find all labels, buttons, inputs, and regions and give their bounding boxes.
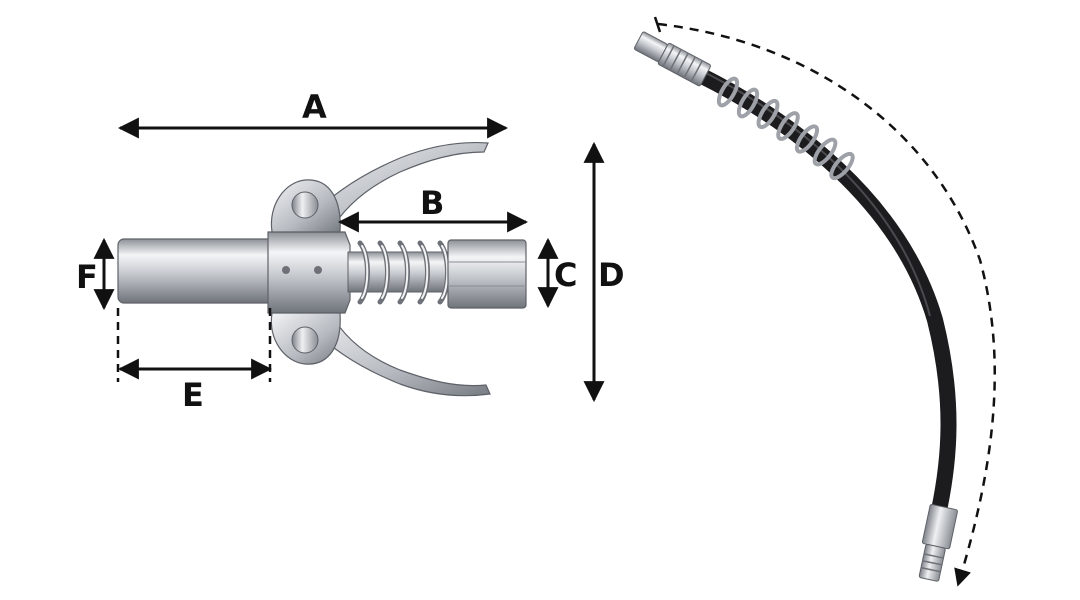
- label-e: E: [182, 376, 204, 414]
- label-c: C: [554, 256, 577, 294]
- extension-lines: [116, 308, 272, 382]
- label-f: F: [76, 258, 98, 296]
- coupler-body: [267, 231, 351, 314]
- label-b: B: [420, 184, 444, 222]
- dimension-lines: [93, 117, 605, 403]
- flexible-hose: [633, 16, 996, 587]
- lower-pivot-rivet: [291, 326, 319, 354]
- hose-bottom-fitting: [918, 504, 958, 582]
- inlet-tube: [117, 238, 275, 304]
- grease-coupler: [117, 142, 527, 397]
- hex-nut: [447, 239, 527, 309]
- upper-pivot-rivet: [291, 191, 319, 219]
- spring-shaft: [347, 251, 449, 293]
- hose-top-fitting: [633, 31, 711, 87]
- hose-body: [692, 67, 957, 523]
- label-d: D: [598, 256, 625, 294]
- label-a: A: [302, 88, 327, 126]
- hose-spring-guard: [716, 76, 855, 181]
